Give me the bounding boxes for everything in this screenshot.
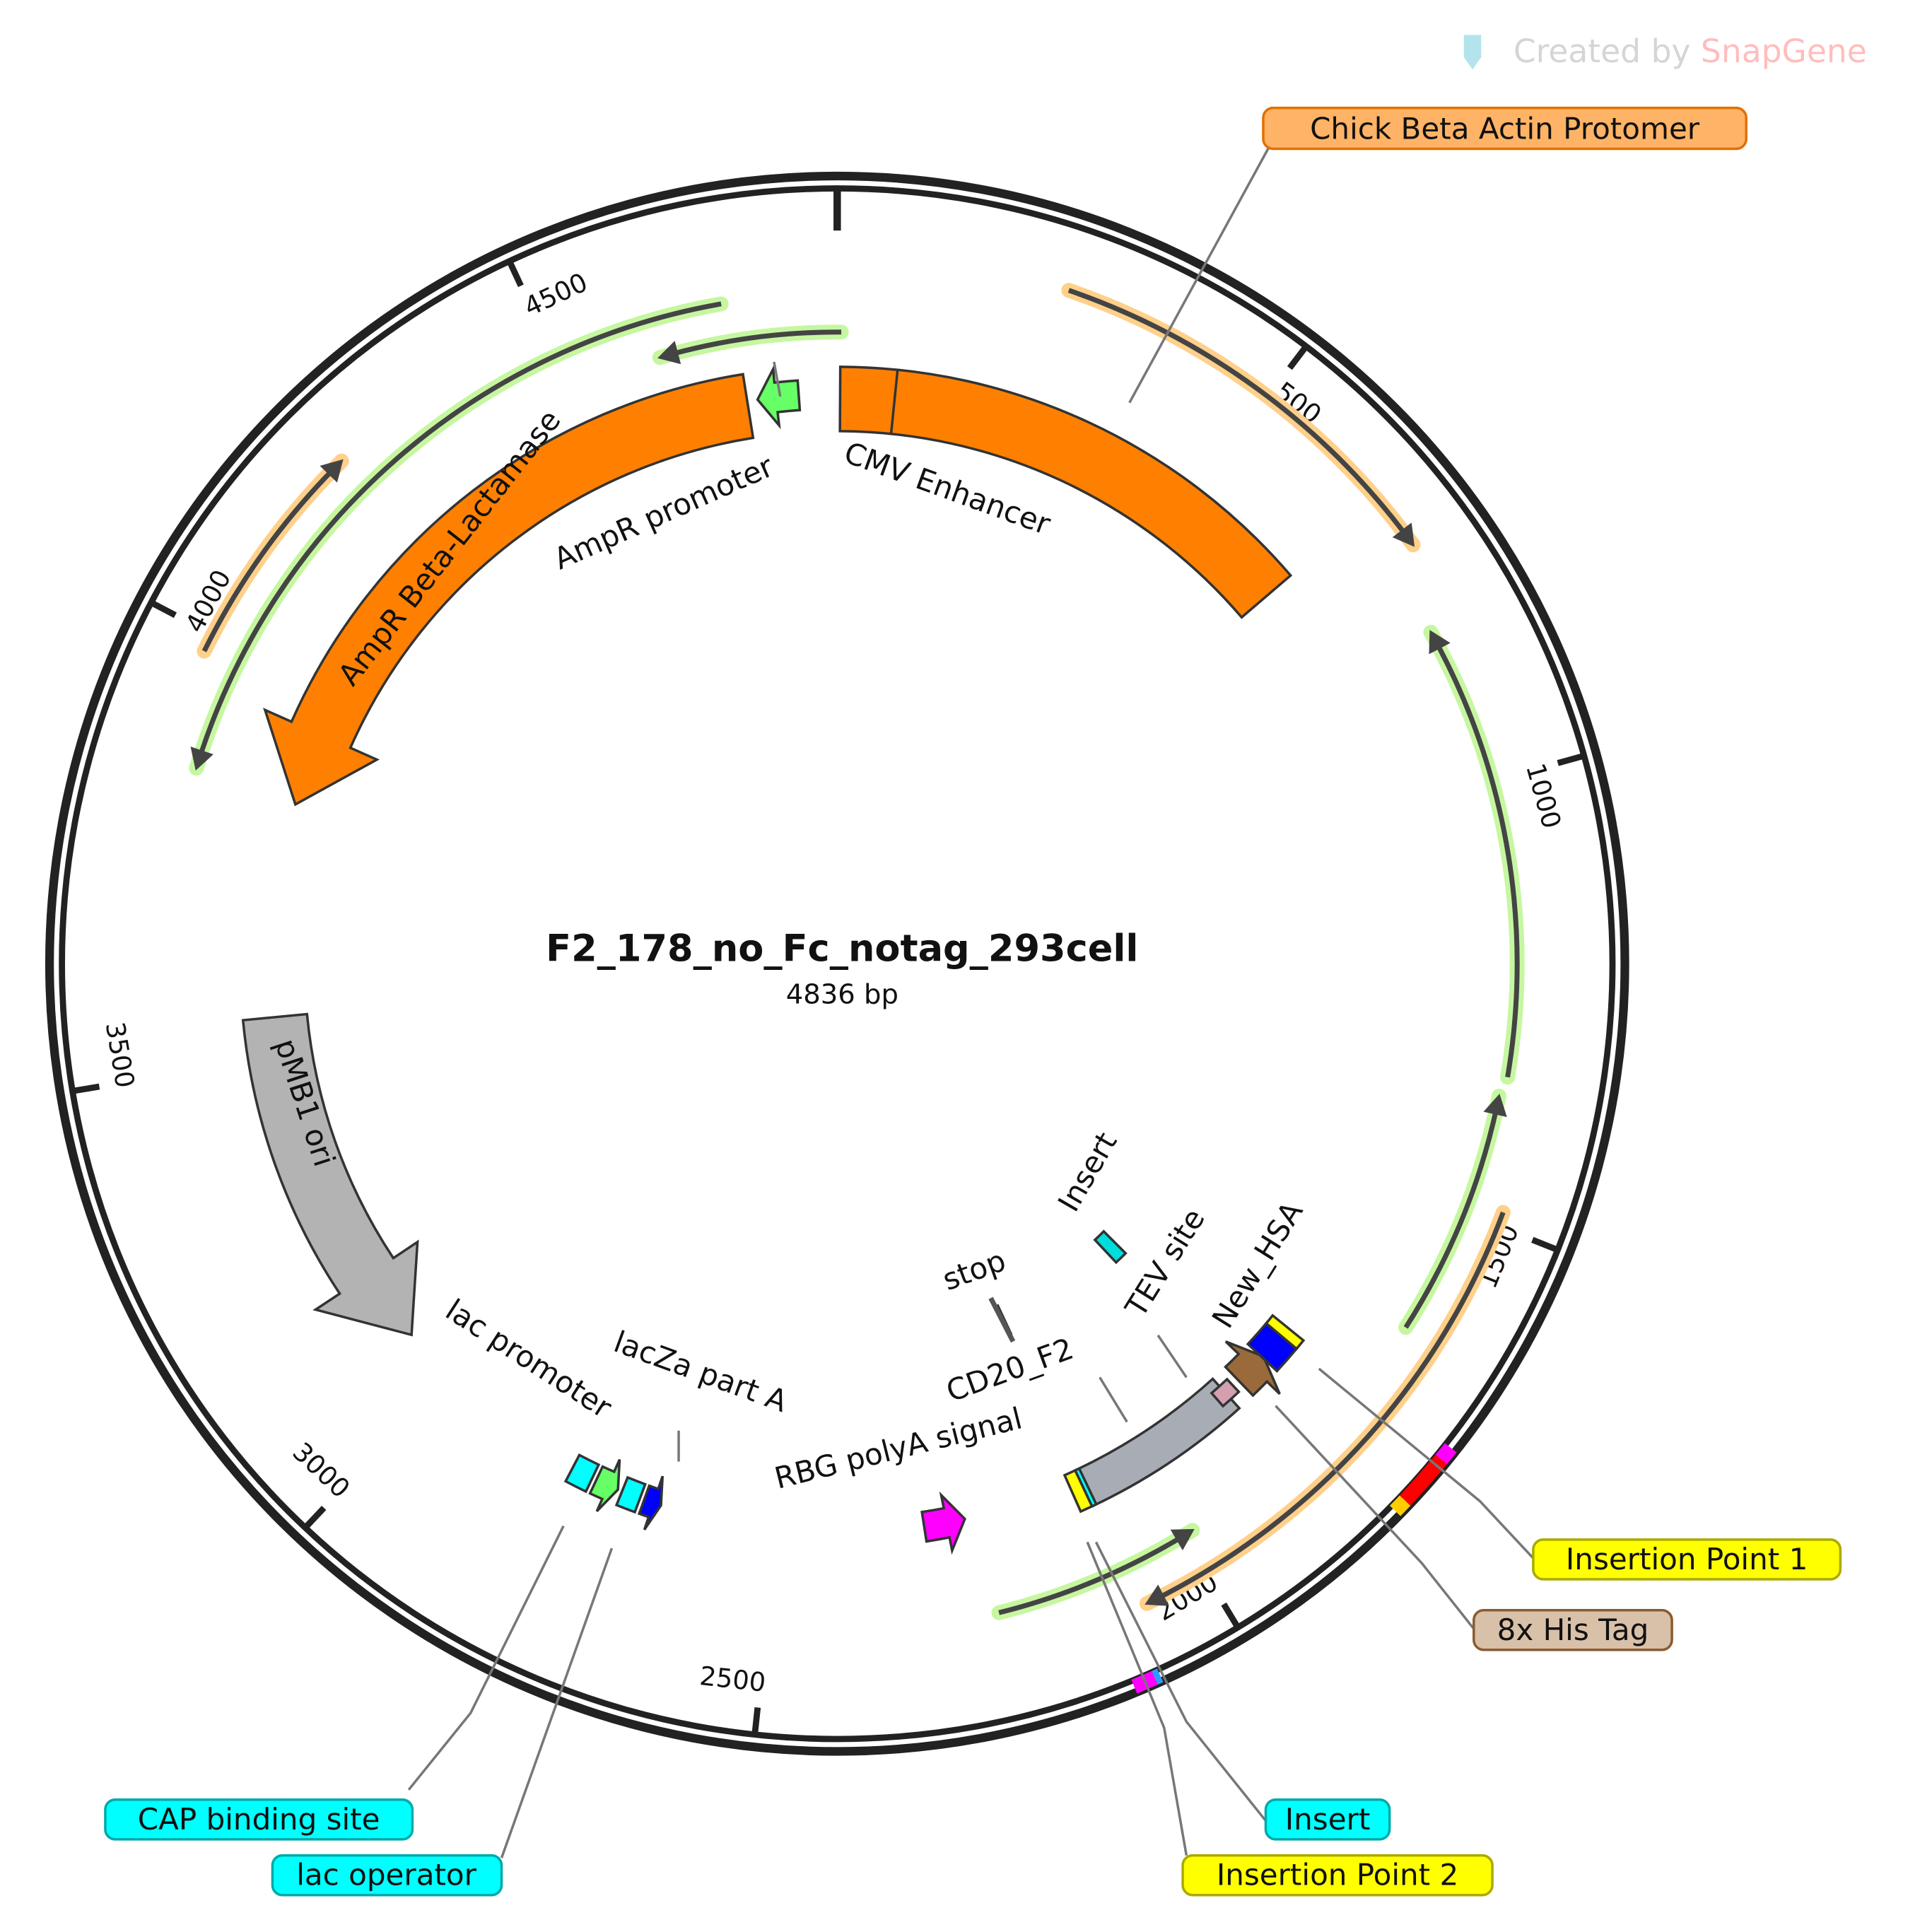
- plasmid-name: F2_178_no_Fc_notag_293cell: [546, 927, 1138, 971]
- callout-chick-beta-actin[interactable]: Chick Beta Actin Protomer: [1262, 106, 1747, 151]
- ring-feature-mark: [1399, 1454, 1447, 1506]
- tick-2500: [751, 1707, 761, 1733]
- svg-text:Created by SnapGene: Created by SnapGene: [1514, 33, 1867, 70]
- primer-line: [197, 301, 722, 758]
- label-lac-promoter: lac promoter: [440, 1292, 619, 1425]
- plasmid-length: 4836 bp: [786, 978, 898, 1010]
- feature-new-hsa: [1224, 1340, 1281, 1398]
- primer-arrowhead: [1429, 630, 1451, 655]
- feature-8x-his-tag: [1246, 1321, 1299, 1373]
- label-ampr-beta-lactamase: AmpR Beta-Lactamase: [332, 403, 568, 691]
- label-stop: stop: [938, 1243, 1010, 1297]
- primer-highlight: [1423, 624, 1525, 1085]
- label-cd20-f2: CD20_F2: [942, 1331, 1078, 1409]
- primer-line: [998, 1534, 1184, 1615]
- watermark-brand: SnapGene: [1701, 33, 1867, 70]
- callout-text: 8x His Tag: [1497, 1612, 1649, 1647]
- ring-feature-mark: [1152, 1668, 1164, 1685]
- tick-label-1000: 1000: [1520, 760, 1567, 832]
- primer-arrowhead: [320, 459, 344, 483]
- callout-insert[interactable]: Insert: [1264, 1798, 1391, 1841]
- primer-line: [1157, 1211, 1506, 1600]
- feature-cap-binding-site: [563, 1453, 601, 1494]
- feature-ampr-beta-lactamase: [263, 373, 755, 807]
- label-lacza: lacZa part A: [609, 1324, 792, 1419]
- tick-2000: [1221, 1602, 1239, 1627]
- primer-line: [671, 329, 842, 357]
- callout-cap-binding-site[interactable]: CAP binding site: [104, 1798, 414, 1841]
- feature-pmb1-ori: [241, 1012, 419, 1337]
- callout-lac-operator[interactable]: lac operator: [271, 1854, 503, 1897]
- ring-feature-mark: [1435, 1443, 1457, 1465]
- tick-3500: [74, 1083, 100, 1094]
- primer-arrows: [189, 283, 1525, 1620]
- snapgene-watermark: Created by SnapGene: [1463, 33, 1867, 70]
- label-tev-site: TEV site: [1118, 1202, 1212, 1323]
- feature-ampr-promoter: [756, 365, 802, 430]
- label-insert: Insert: [1051, 1126, 1124, 1217]
- label-new-hsa: New_HSA: [1205, 1195, 1310, 1334]
- feature-tev-site: [1210, 1377, 1241, 1408]
- outer-ring-line: [45, 171, 1629, 1756]
- primer-line: [1434, 641, 1520, 1078]
- feature-lac-promoter: [588, 1458, 621, 1513]
- tick-label-3000: 3000: [287, 1436, 356, 1504]
- tick-1000: [1557, 753, 1583, 766]
- primer-arrowhead: [657, 341, 681, 365]
- feature-insertion-point-1: [1264, 1313, 1306, 1351]
- tube-icon: [1463, 35, 1482, 70]
- primer-line: [1067, 288, 1408, 537]
- callout-text: Chick Beta Actin Protomer: [1310, 111, 1700, 146]
- primer-line: [201, 467, 335, 652]
- feature-arrows: [241, 365, 1306, 1555]
- cmv-segment-divider: [889, 369, 899, 434]
- primer-arrowhead: [1483, 1094, 1507, 1118]
- callout-his-tag[interactable]: 8x His Tag: [1473, 1609, 1673, 1651]
- callout-text: Insertion Point 2: [1217, 1858, 1458, 1892]
- tick-1500: [1531, 1236, 1557, 1252]
- primer-highlight: [1398, 1089, 1507, 1335]
- feature-lacza-part-a: [637, 1475, 665, 1530]
- callout-insertion-point-2[interactable]: Insertion Point 2: [1181, 1854, 1494, 1897]
- feature-cmv-enhancer: [838, 365, 1293, 619]
- watermark-prefix: Created by: [1514, 33, 1701, 70]
- ring-feature-mark: [1390, 1495, 1411, 1516]
- tick-4500: [508, 262, 524, 288]
- primer-line: [1403, 1107, 1499, 1329]
- feature-lac-operator: [614, 1475, 648, 1514]
- callout-text: Insertion Point 1: [1566, 1542, 1808, 1576]
- tick-label-2500: 2500: [698, 1661, 768, 1698]
- feature-insert: [1073, 1467, 1099, 1509]
- callout-insertion-point-1[interactable]: Insertion Point 1: [1532, 1538, 1842, 1581]
- tick-3000: [305, 1506, 327, 1528]
- backbone-ring: [45, 171, 1629, 1756]
- tick-4000: [151, 601, 177, 619]
- callout-text: CAP binding site: [138, 1802, 380, 1837]
- feature-insert: [1093, 1229, 1128, 1265]
- primer-arrowhead: [1392, 522, 1415, 547]
- tick-label-3500: 3500: [100, 1020, 141, 1090]
- primer-arrowhead: [1170, 1528, 1195, 1551]
- inner-ring-line: [59, 185, 1616, 1743]
- tick-500: [1287, 346, 1308, 370]
- label-rbg-polya: RBG polyA signal: [771, 1400, 1026, 1495]
- feature-rbg-polya-signal: [920, 1491, 966, 1555]
- callout-text: lac operator: [296, 1858, 476, 1892]
- callout-text: Insert: [1285, 1802, 1371, 1837]
- tick-label-4500: 4500: [520, 267, 592, 323]
- primer-arrowhead: [1144, 1584, 1169, 1606]
- leader-lines: [407, 146, 1535, 1858]
- primer-arrowhead: [190, 747, 213, 771]
